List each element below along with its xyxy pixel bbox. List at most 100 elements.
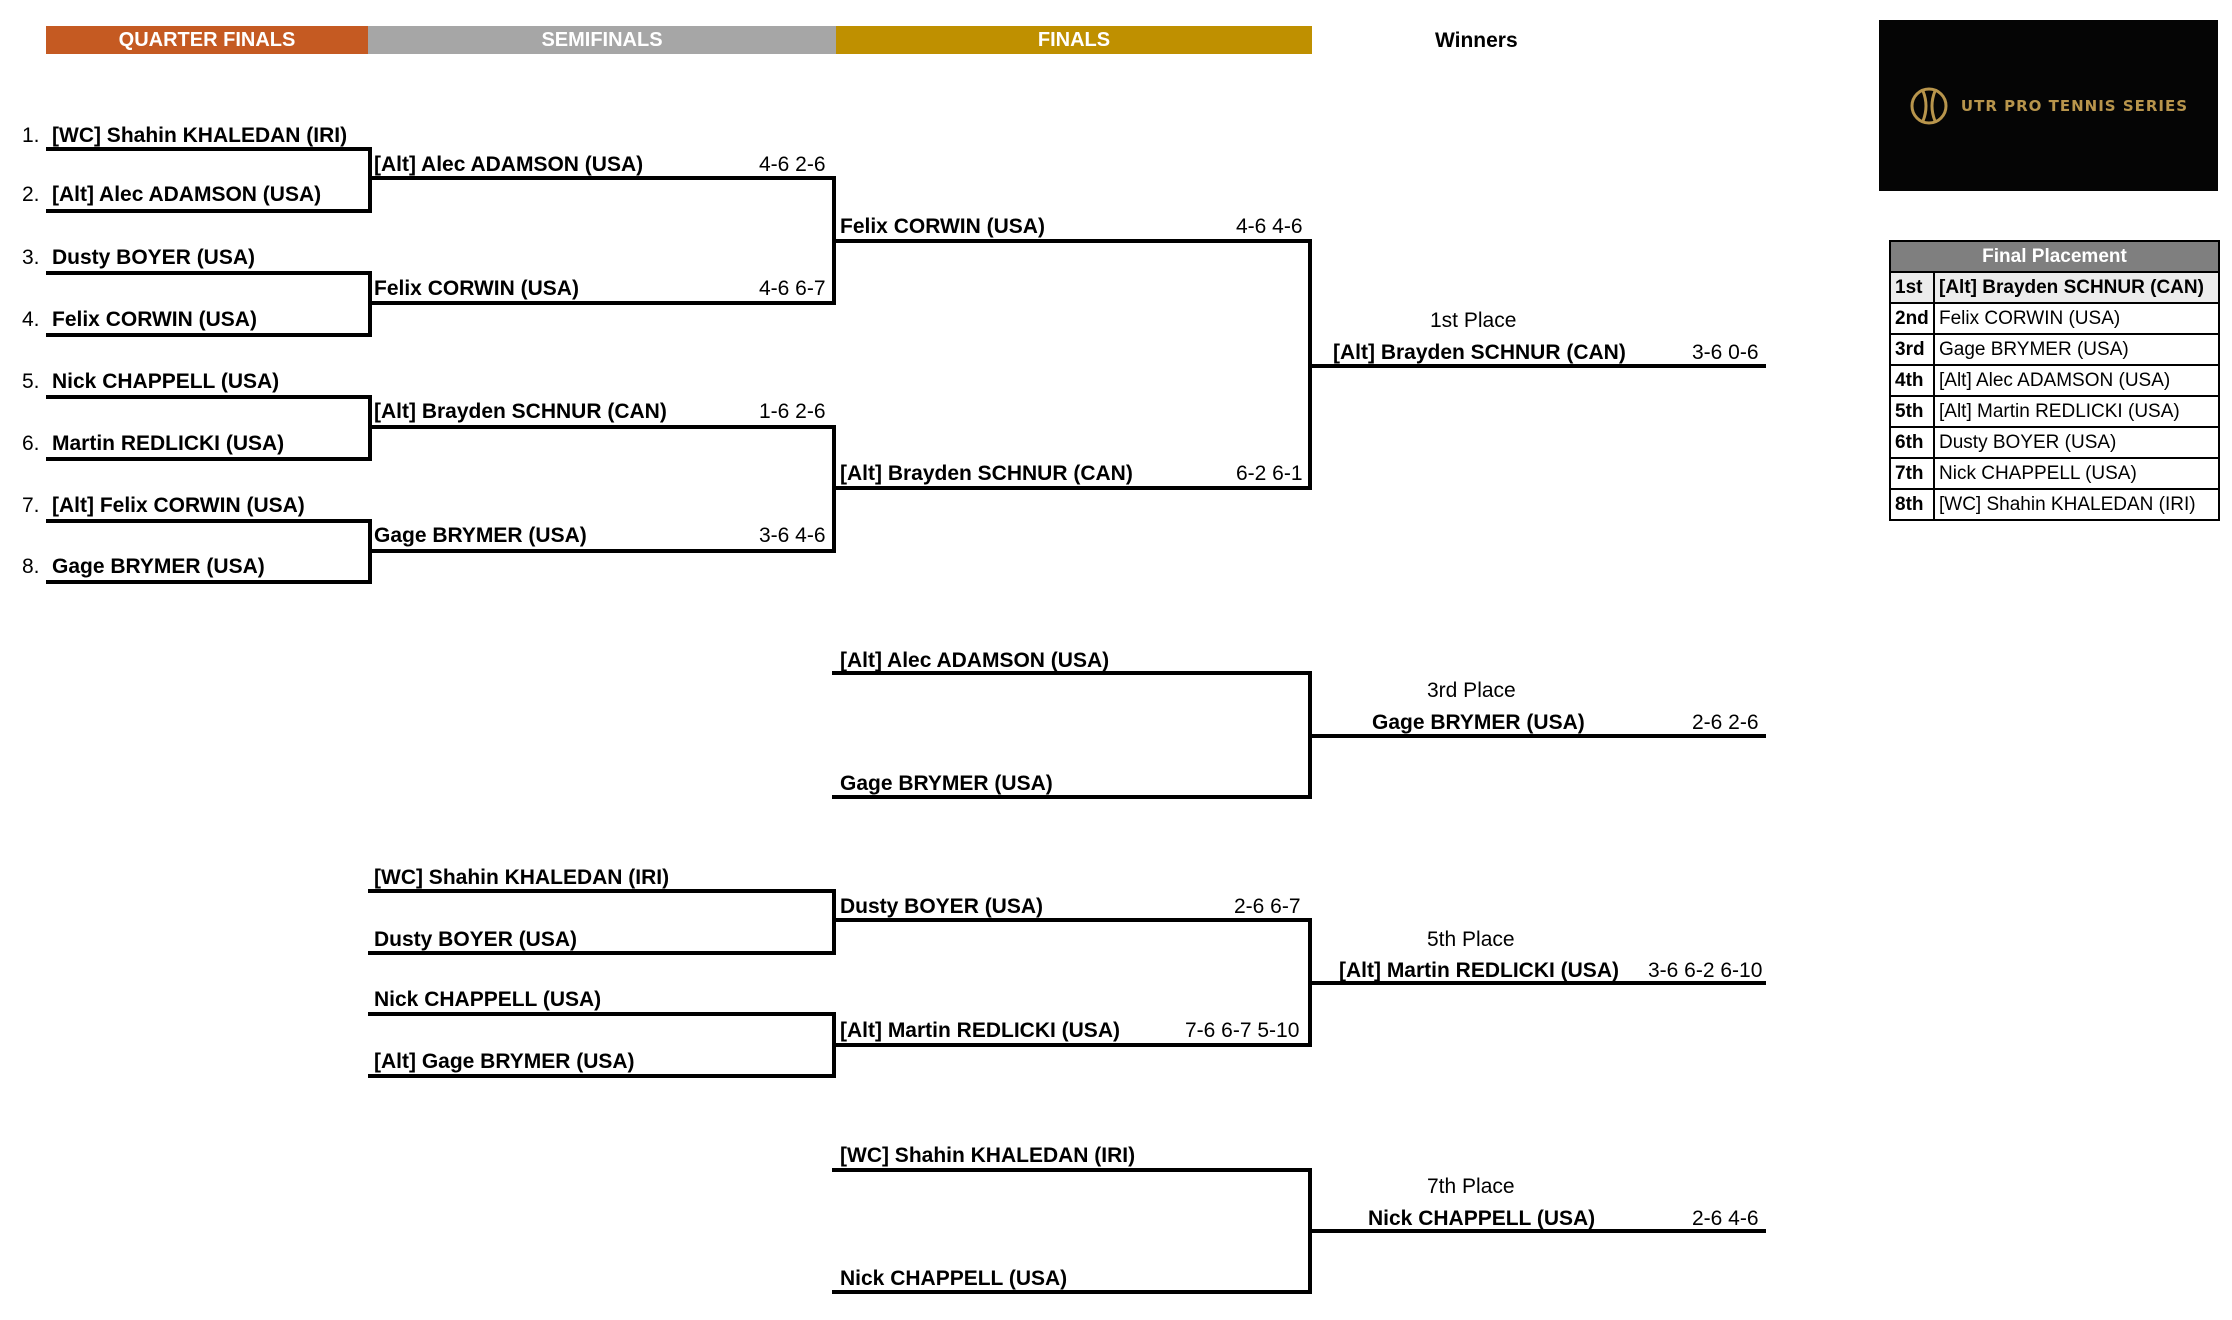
placement-name: Dusty BOYER (USA) [1933, 426, 2220, 459]
final-placement-table: Final Placement 1st [Alt] Brayden SCHNUR… [1889, 240, 2220, 521]
seed-number: 1. [22, 124, 40, 147]
seed-number: 8. [22, 555, 40, 578]
qf-line [46, 580, 372, 584]
third-place-winner: Gage BRYMER (USA) [1372, 711, 1585, 734]
placement-name: [Alt] Alec ADAMSON (USA) [1933, 364, 2220, 397]
first-place-winner: [Alt] Brayden SCHNUR (CAN) [1333, 341, 1626, 364]
consolation-sf-score: 2-6 6-7 [1234, 895, 1301, 918]
final-score: 6-2 6-1 [1236, 462, 1303, 485]
placement-row: 7th Nick CHAPPELL (USA) [1889, 457, 2220, 490]
final-placement-title: Final Placement [1889, 240, 2220, 273]
consolation-sf-line [832, 1043, 1312, 1047]
consolation-line [368, 951, 836, 955]
placement-name: Nick CHAPPELL (USA) [1933, 457, 2220, 490]
placement-rank: 4th [1889, 364, 1935, 397]
fifth-place-label: 5th Place [1427, 928, 1515, 951]
qf-player: Gage BRYMER (USA) [52, 555, 265, 578]
sf-player: [Alt] Alec ADAMSON (USA) [374, 153, 644, 176]
seventh-place-winner: Nick CHAPPELL (USA) [1368, 1207, 1596, 1230]
consolation-sf-score: 7-6 6-7 5-10 [1185, 1019, 1300, 1042]
seed-number: 2. [22, 183, 40, 206]
third-place-line [832, 795, 1312, 799]
seventh-place-score: 2-6 4-6 [1692, 1207, 1759, 1230]
qf-line [46, 395, 372, 399]
placement-row: 2nd Felix CORWIN (USA) [1889, 302, 2220, 335]
header-finals: FINALS [836, 26, 1312, 54]
winner-line [1308, 981, 1766, 985]
qf-player: Dusty BOYER (USA) [52, 246, 256, 269]
consolation-sf-player: Dusty BOYER (USA) [840, 895, 1044, 918]
header-winners: Winners [1435, 29, 1518, 52]
placement-name: [Alt] Martin REDLICKI (USA) [1933, 395, 2220, 428]
placement-row: 5th [Alt] Martin REDLICKI (USA) [1889, 395, 2220, 428]
placement-row: 8th [WC] Shahin KHALEDAN (IRI) [1889, 488, 2220, 521]
qf-line [46, 147, 372, 151]
qf-line [46, 271, 372, 275]
consolation-player: Nick CHAPPELL (USA) [374, 988, 602, 1011]
third-place-player: [Alt] Alec ADAMSON (USA) [840, 649, 1110, 672]
seventh-place-label: 7th Place [1427, 1175, 1515, 1198]
seed-number: 7. [22, 494, 40, 517]
qf-line [46, 457, 372, 461]
consolation-line [368, 1074, 836, 1078]
seed-number: 5. [22, 370, 40, 393]
qf-player: [Alt] Alec ADAMSON (USA) [52, 183, 322, 206]
qf-player: Felix CORWIN (USA) [52, 308, 257, 331]
placement-rank: 8th [1889, 488, 1935, 521]
placement-name: [Alt] Brayden SCHNUR (CAN) [1933, 271, 2220, 304]
sf-player: [Alt] Brayden SCHNUR (CAN) [374, 400, 667, 423]
third-place-score: 2-6 2-6 [1692, 711, 1759, 734]
logo-text: UTR PRO TENNIS SERIES [1960, 96, 2189, 115]
final-line [832, 486, 1312, 490]
placement-rank: 3rd [1889, 333, 1935, 366]
consolation-line [368, 1012, 836, 1016]
placement-rank: 7th [1889, 457, 1935, 490]
placement-row: 4th [Alt] Alec ADAMSON (USA) [1889, 364, 2220, 397]
placement-name: [WC] Shahin KHALEDAN (IRI) [1933, 488, 2220, 521]
seed-number: 4. [22, 308, 40, 331]
placement-rank: 2nd [1889, 302, 1935, 335]
winner-line [1308, 364, 1766, 368]
seventh-place-player: Nick CHAPPELL (USA) [840, 1267, 1068, 1290]
tennis-ball-icon [1910, 87, 1948, 124]
sf-score: 1-6 2-6 [759, 400, 826, 423]
winner-line [1308, 1229, 1766, 1233]
placement-rank: 1st [1889, 271, 1935, 304]
seed-number: 6. [22, 432, 40, 455]
sf-line [368, 301, 836, 305]
winner-line [1308, 734, 1766, 738]
consolation-player: Dusty BOYER (USA) [374, 928, 578, 951]
consolation-player: [Alt] Gage BRYMER (USA) [374, 1050, 635, 1073]
utr-logo: UTR PRO TENNIS SERIES [1879, 20, 2218, 191]
qf-line [46, 519, 372, 523]
consolation-connector [832, 889, 836, 955]
first-place-label: 1st Place [1430, 309, 1517, 332]
fifth-place-score: 3-6 6-2 6-10 [1648, 959, 1763, 982]
sf-player: Felix CORWIN (USA) [374, 277, 579, 300]
placement-row: 3rd Gage BRYMER (USA) [1889, 333, 2220, 366]
seventh-place-player: [WC] Shahin KHALEDAN (IRI) [840, 1144, 1136, 1167]
placement-row: 1st [Alt] Brayden SCHNUR (CAN) [1889, 271, 2220, 304]
third-place-line [832, 671, 1312, 675]
third-place-player: Gage BRYMER (USA) [840, 772, 1053, 795]
header-semifinals: SEMIFINALS [368, 26, 836, 54]
final-player: [Alt] Brayden SCHNUR (CAN) [840, 462, 1133, 485]
qf-player: [Alt] Felix CORWIN (USA) [52, 494, 305, 517]
placement-name: Felix CORWIN (USA) [1933, 302, 2220, 335]
qf-player: [WC] Shahin KHALEDAN (IRI) [52, 124, 348, 147]
final-player: Felix CORWIN (USA) [840, 215, 1045, 238]
consolation-line [368, 889, 836, 893]
placement-row: 6th Dusty BOYER (USA) [1889, 426, 2220, 459]
final-score: 4-6 4-6 [1236, 215, 1303, 238]
placement-rank: 5th [1889, 395, 1935, 428]
sf-line [368, 425, 836, 429]
seventh-place-line [832, 1168, 1312, 1172]
fifth-place-winner: [Alt] Martin REDLICKI (USA) [1339, 959, 1619, 982]
consolation-sf-line [832, 918, 1312, 922]
placement-rank: 6th [1889, 426, 1935, 459]
sf-line [368, 176, 836, 180]
seed-number: 3. [22, 246, 40, 269]
sf-score: 4-6 2-6 [759, 153, 826, 176]
header-quarter-finals: QUARTER FINALS [46, 26, 368, 54]
